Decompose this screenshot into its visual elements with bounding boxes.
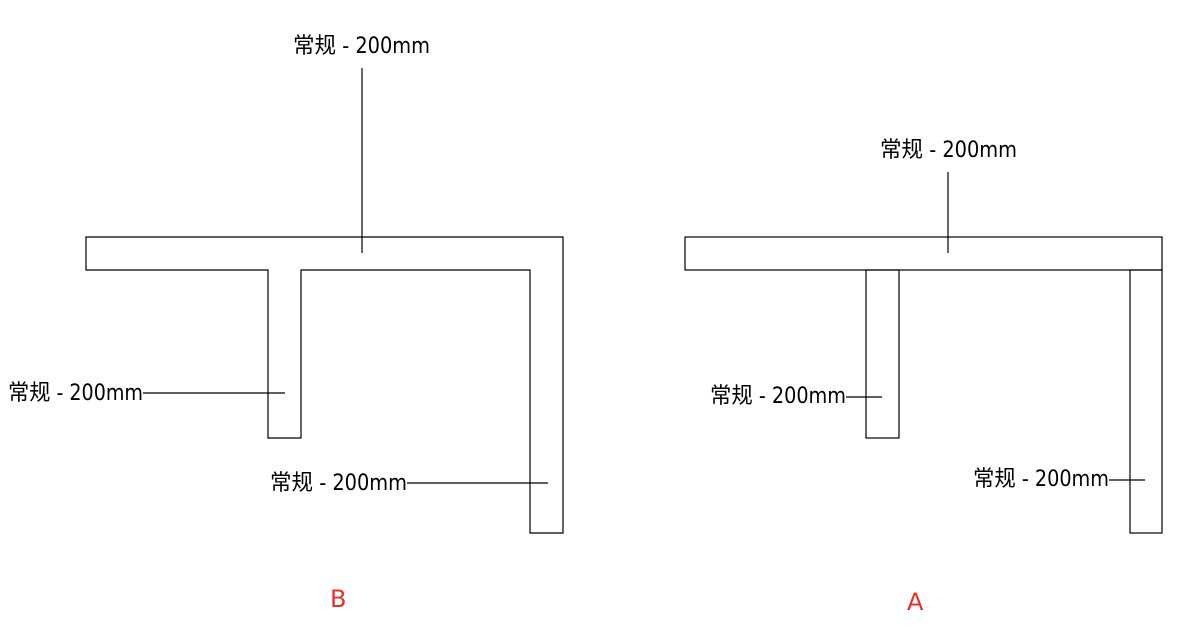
- diagram-caption: A: [907, 588, 924, 616]
- wall-outline-joined: [85, 236, 564, 534]
- wall-label-right: 常规 - 200mm: [973, 467, 1109, 492]
- wall-label-left: 常规 - 200mm: [8, 381, 143, 406]
- wall-label-right: 常规 - 200mm: [270, 471, 407, 496]
- diagram-b: 常规 - 200mm 常规 - 200mm 常规 - 200mm B: [8, 34, 564, 613]
- wall-right: [1129, 269, 1163, 534]
- diagram-caption: B: [330, 585, 346, 613]
- wall-label-left: 常规 - 200mm: [710, 384, 846, 409]
- wall-top: [684, 236, 1163, 271]
- diagram-a: 常规 - 200mm 常规 - 200mm 常规 - 200mm A: [684, 138, 1163, 616]
- wall-stem: [865, 269, 900, 439]
- wall-label-top: 常规 - 200mm: [293, 34, 430, 59]
- wall-label-top: 常规 - 200mm: [880, 138, 1017, 163]
